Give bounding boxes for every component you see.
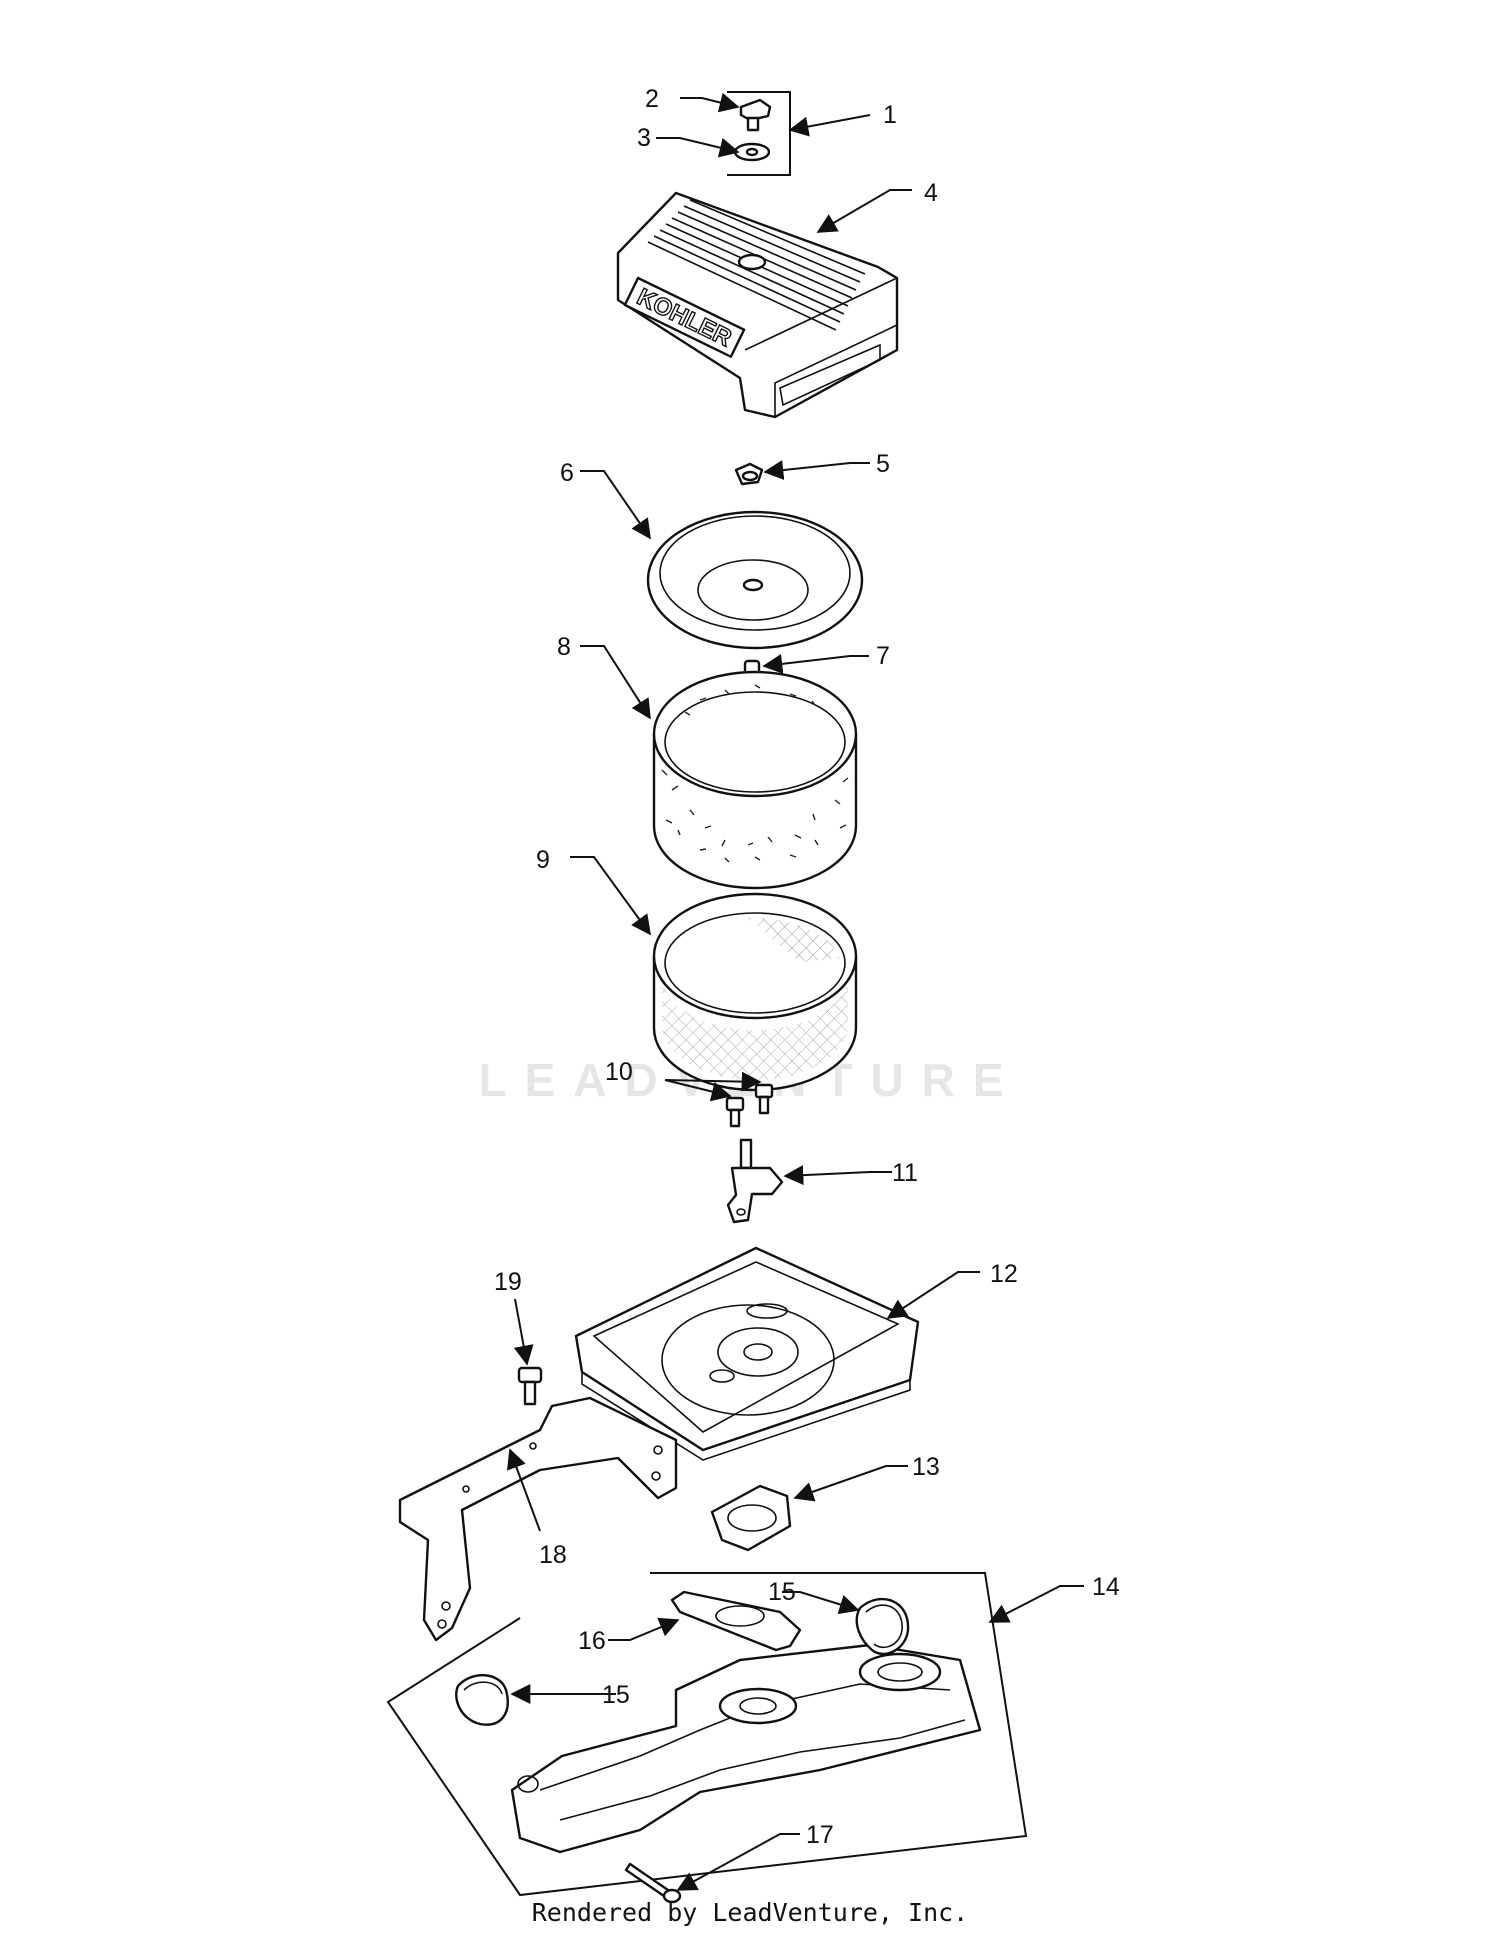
callout-14: 14 bbox=[1092, 1573, 1120, 1601]
precleaner-8 bbox=[652, 670, 858, 890]
callout-8: 8 bbox=[557, 633, 571, 661]
screws-10 bbox=[725, 1083, 774, 1128]
callout-1: 1 bbox=[883, 101, 897, 129]
callout-6: 6 bbox=[560, 459, 574, 487]
bolt-19 bbox=[517, 1366, 543, 1406]
callout-10: 10 bbox=[605, 1058, 633, 1086]
footer-credit: Rendered by LeadVenture, Inc. bbox=[531, 1898, 969, 1927]
leader-lines bbox=[506, 92, 1084, 1891]
callout-labels: 1 2 3 4 5 6 7 8 9 10 11 12 13 14 15 15 1… bbox=[494, 85, 1120, 1849]
element-cover-6 bbox=[646, 510, 864, 650]
support-bracket-18 bbox=[398, 1396, 678, 1642]
o-ring-right-15 bbox=[855, 1597, 910, 1656]
knob-2 bbox=[739, 98, 772, 132]
air-cleaner-cover-4: KOHLER bbox=[616, 191, 899, 419]
washer-3 bbox=[733, 142, 771, 162]
wing-nut-5 bbox=[734, 462, 764, 486]
base-gasket-13 bbox=[710, 1484, 792, 1552]
callout-17: 17 bbox=[806, 1821, 834, 1849]
callout-15-left: 15 bbox=[602, 1681, 630, 1709]
callout-7: 7 bbox=[876, 642, 890, 670]
callout-11: 11 bbox=[892, 1159, 918, 1187]
callout-3: 3 bbox=[637, 124, 651, 152]
callout-15-right: 15 bbox=[768, 1578, 796, 1606]
callout-12: 12 bbox=[990, 1260, 1018, 1288]
intake-elbow-kit-14 bbox=[386, 1572, 1028, 1897]
elbow-gasket-16 bbox=[670, 1590, 802, 1652]
callout-5: 5 bbox=[876, 450, 890, 478]
o-ring-left-15 bbox=[455, 1673, 509, 1726]
callout-9: 9 bbox=[536, 846, 550, 874]
callout-16: 16 bbox=[578, 1627, 606, 1655]
callout-18: 18 bbox=[539, 1541, 567, 1569]
air-filter-element-9 bbox=[652, 892, 858, 1092]
callout-4: 4 bbox=[924, 179, 938, 207]
callout-19: 19 bbox=[494, 1268, 522, 1296]
callout-13: 13 bbox=[912, 1453, 940, 1481]
base-12 bbox=[574, 1246, 920, 1461]
long-bolt-17 bbox=[624, 1862, 682, 1904]
callout-2: 2 bbox=[645, 85, 659, 113]
stud-bracket-11 bbox=[726, 1138, 784, 1224]
